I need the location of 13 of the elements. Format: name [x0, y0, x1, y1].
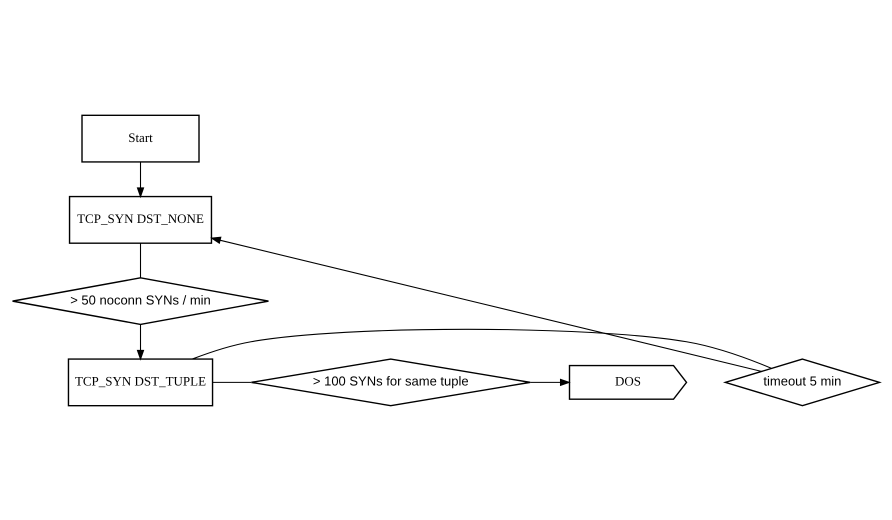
node-box: TCP_SYN DST_NONE	[68, 195, 212, 244]
node-diamond: timeout 5 min	[722, 358, 882, 406]
connector	[192, 328, 772, 368]
arrow	[210, 236, 762, 372]
arrow	[136, 162, 144, 198]
node-box: Start	[81, 114, 200, 162]
connector	[212, 381, 252, 382]
node-box: TCP_SYN DST_TUPLE	[68, 358, 214, 406]
node-diamond: > 50 noconn SYNs / min	[12, 276, 270, 325]
node-diamond: > 100 SYNs for same tuple	[250, 358, 531, 406]
arrow	[530, 378, 571, 386]
connector	[140, 242, 142, 278]
arrow	[136, 324, 144, 360]
